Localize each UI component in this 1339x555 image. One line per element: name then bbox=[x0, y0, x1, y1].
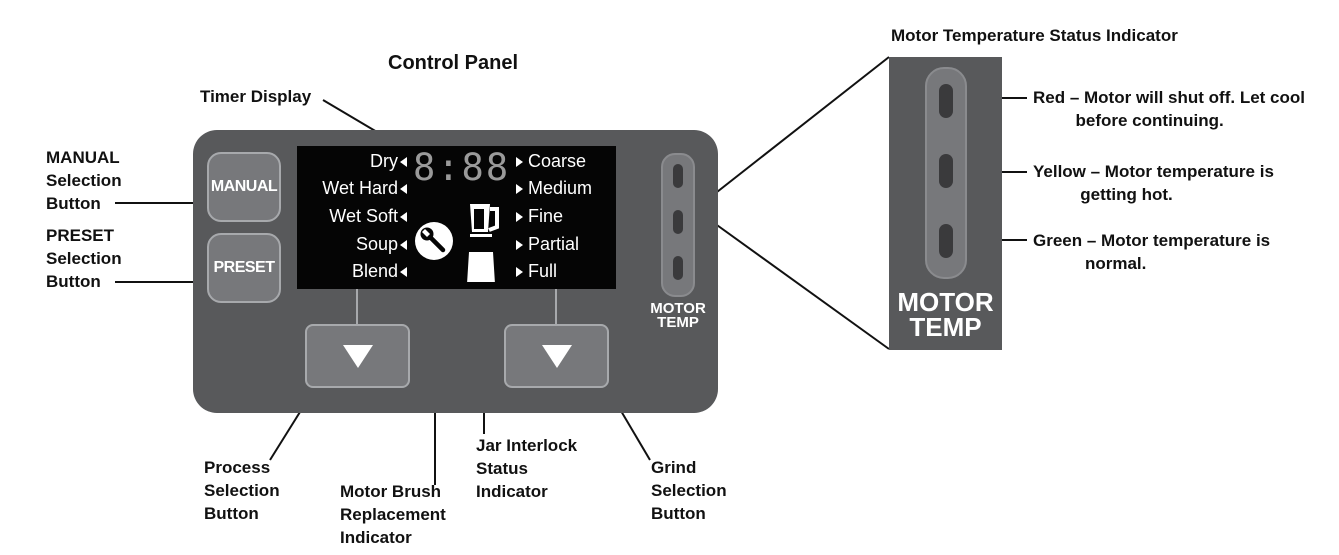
wrench-icon bbox=[415, 222, 453, 260]
grind-option-fine: Fine bbox=[528, 206, 564, 226]
red-status-callout: Red – Motor will shut off. Let cool befo… bbox=[1033, 88, 1305, 130]
grind-pointer-icons bbox=[516, 157, 523, 277]
process-option-dry: Dry bbox=[370, 151, 398, 171]
blender-jar-icon bbox=[467, 204, 499, 282]
process-button-callout: Process Selection Button bbox=[204, 458, 280, 523]
timer-display-callout: Timer Display bbox=[200, 87, 312, 106]
zoom-line-bottom bbox=[702, 214, 890, 350]
yellow-light bbox=[673, 210, 683, 234]
zoom-line-top bbox=[702, 56, 890, 204]
process-selection-button[interactable] bbox=[305, 324, 410, 388]
process-pointer-icons bbox=[400, 157, 407, 277]
manual-button[interactable]: MANUAL bbox=[207, 152, 281, 222]
grind-option-coarse: Coarse bbox=[528, 151, 587, 171]
yellow-light-detail bbox=[939, 154, 953, 188]
down-triangle-icon bbox=[342, 345, 373, 368]
jar-indicator-callout: Jar Interlock Status Indicator bbox=[476, 436, 578, 501]
lcd-display: Dry Wet Hard Wet Soft Soup Blend 8:88 Co… bbox=[297, 146, 616, 289]
detail-heading: Motor Temperature Status Indicator bbox=[891, 26, 1178, 45]
preset-button-callout: PRESET Selection Button bbox=[46, 226, 122, 291]
grind-option-partial: Partial bbox=[528, 234, 580, 254]
red-light bbox=[673, 164, 683, 188]
motor-temp-detail-strip bbox=[925, 67, 967, 279]
brush-indicator-callout: Motor Brush Replacement Indicator bbox=[340, 482, 446, 547]
red-light-detail bbox=[939, 84, 953, 118]
motor-temp-indicator bbox=[661, 153, 695, 297]
grind-selection-button[interactable] bbox=[504, 324, 609, 388]
process-option-blend: Blend bbox=[351, 261, 398, 281]
motor-temp-detail-label: MOTOR TEMP bbox=[897, 287, 994, 342]
process-option-soup: Soup bbox=[355, 234, 398, 254]
process-option-wet-hard: Wet Hard bbox=[322, 178, 398, 198]
grind-option-medium: Medium bbox=[528, 178, 593, 198]
timer-display: 8:88 bbox=[413, 146, 511, 189]
green-light bbox=[673, 256, 683, 280]
preset-button[interactable]: PRESET bbox=[207, 233, 281, 303]
grind-option-full: Full bbox=[528, 261, 558, 281]
green-status-callout: Green – Motor temperature is normal. bbox=[1033, 231, 1271, 273]
process-option-wet-soft: Wet Soft bbox=[329, 206, 398, 226]
manual-button-callout: MANUAL Selection Button bbox=[46, 148, 122, 213]
diagram-title: Control Panel bbox=[388, 52, 519, 74]
motor-temp-label: MOTOR TEMP bbox=[650, 300, 706, 332]
yellow-status-callout: Yellow – Motor temperature is getting ho… bbox=[1033, 162, 1274, 204]
down-triangle-icon bbox=[541, 345, 572, 368]
grind-button-callout: Grind Selection Button bbox=[651, 458, 727, 523]
green-light-detail bbox=[939, 224, 953, 258]
